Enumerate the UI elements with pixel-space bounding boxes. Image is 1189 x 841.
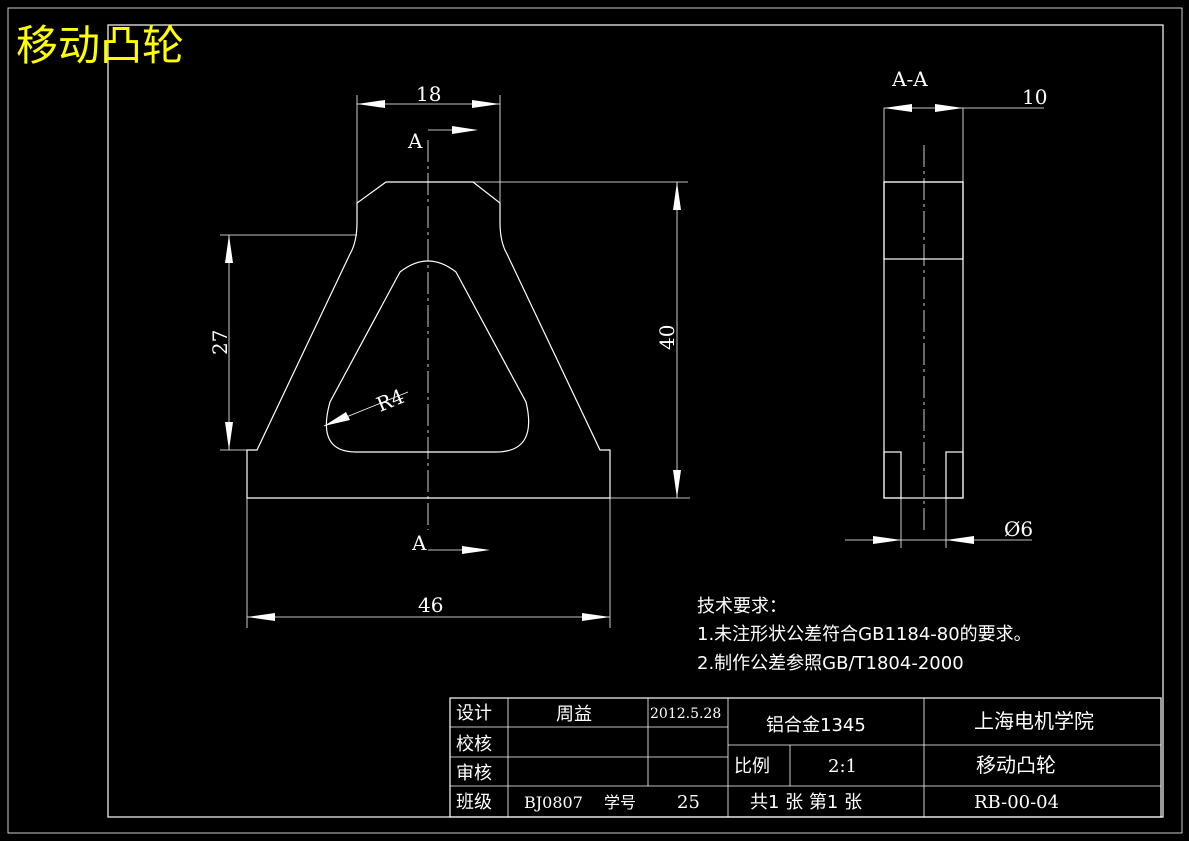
label-scale: 比例 (734, 756, 770, 777)
dim-section-width: 10 (1022, 85, 1047, 109)
tech-req-line2: 2.制作公差参照GB/T1804-2000 (697, 653, 964, 674)
dim-radius: R4 (373, 384, 408, 417)
label-student-no: 学号 (604, 793, 636, 812)
drawing-title: 移动凸轮 (16, 21, 184, 70)
label-check: 校核 (456, 734, 492, 755)
section-hatch-top (883, 181, 964, 260)
student-no: 25 (677, 792, 700, 813)
cam-outline (246, 181, 611, 499)
dim-bottom: 46 (418, 593, 443, 617)
title-block: 设计 周益 2012.5.28 校核 审核 班级 BJ0807 学号 25 铝合… (449, 697, 1162, 818)
designer-name: 周益 (556, 704, 592, 725)
institution: 上海电机学院 (974, 709, 1094, 733)
dim-hole-diameter: Ø6 (1004, 517, 1033, 541)
drawing-number: RB-00-04 (974, 792, 1059, 813)
design-date: 2012.5.28 (650, 706, 721, 722)
section-mark-top: A (407, 129, 423, 153)
class-value: BJ0807 (524, 793, 583, 812)
technical-requirements: 技术要求： 1.未注形状公差符合GB1184-80的要求。 2.制作公差参照GB… (697, 596, 1032, 674)
dim-right: 40 (655, 325, 679, 350)
dim-left: 27 (208, 330, 232, 355)
tech-req-heading: 技术要求： (697, 596, 787, 617)
material: 铝合金1345 (766, 715, 866, 736)
sheet-count: 共1 张 第1 张 (750, 792, 862, 813)
cam-inner-hole (325, 260, 530, 453)
scale-value: 2:1 (828, 756, 857, 777)
section-mark-bottom: A (411, 531, 427, 555)
main-view: A A 18 27 40 46 R4 (208, 82, 690, 628)
section-label: A-A (891, 67, 928, 91)
tech-req-line1: 1.未注形状公差符合GB1184-80的要求。 (697, 624, 1032, 645)
part-name: 移动凸轮 (976, 753, 1056, 777)
outer-border (7, 7, 1183, 834)
label-class: 班级 (456, 792, 492, 813)
label-review: 审核 (456, 763, 492, 784)
label-design: 设计 (456, 703, 492, 724)
section-view: A-A 10 Ø6 (845, 67, 1047, 548)
dim-top: 18 (416, 82, 441, 106)
